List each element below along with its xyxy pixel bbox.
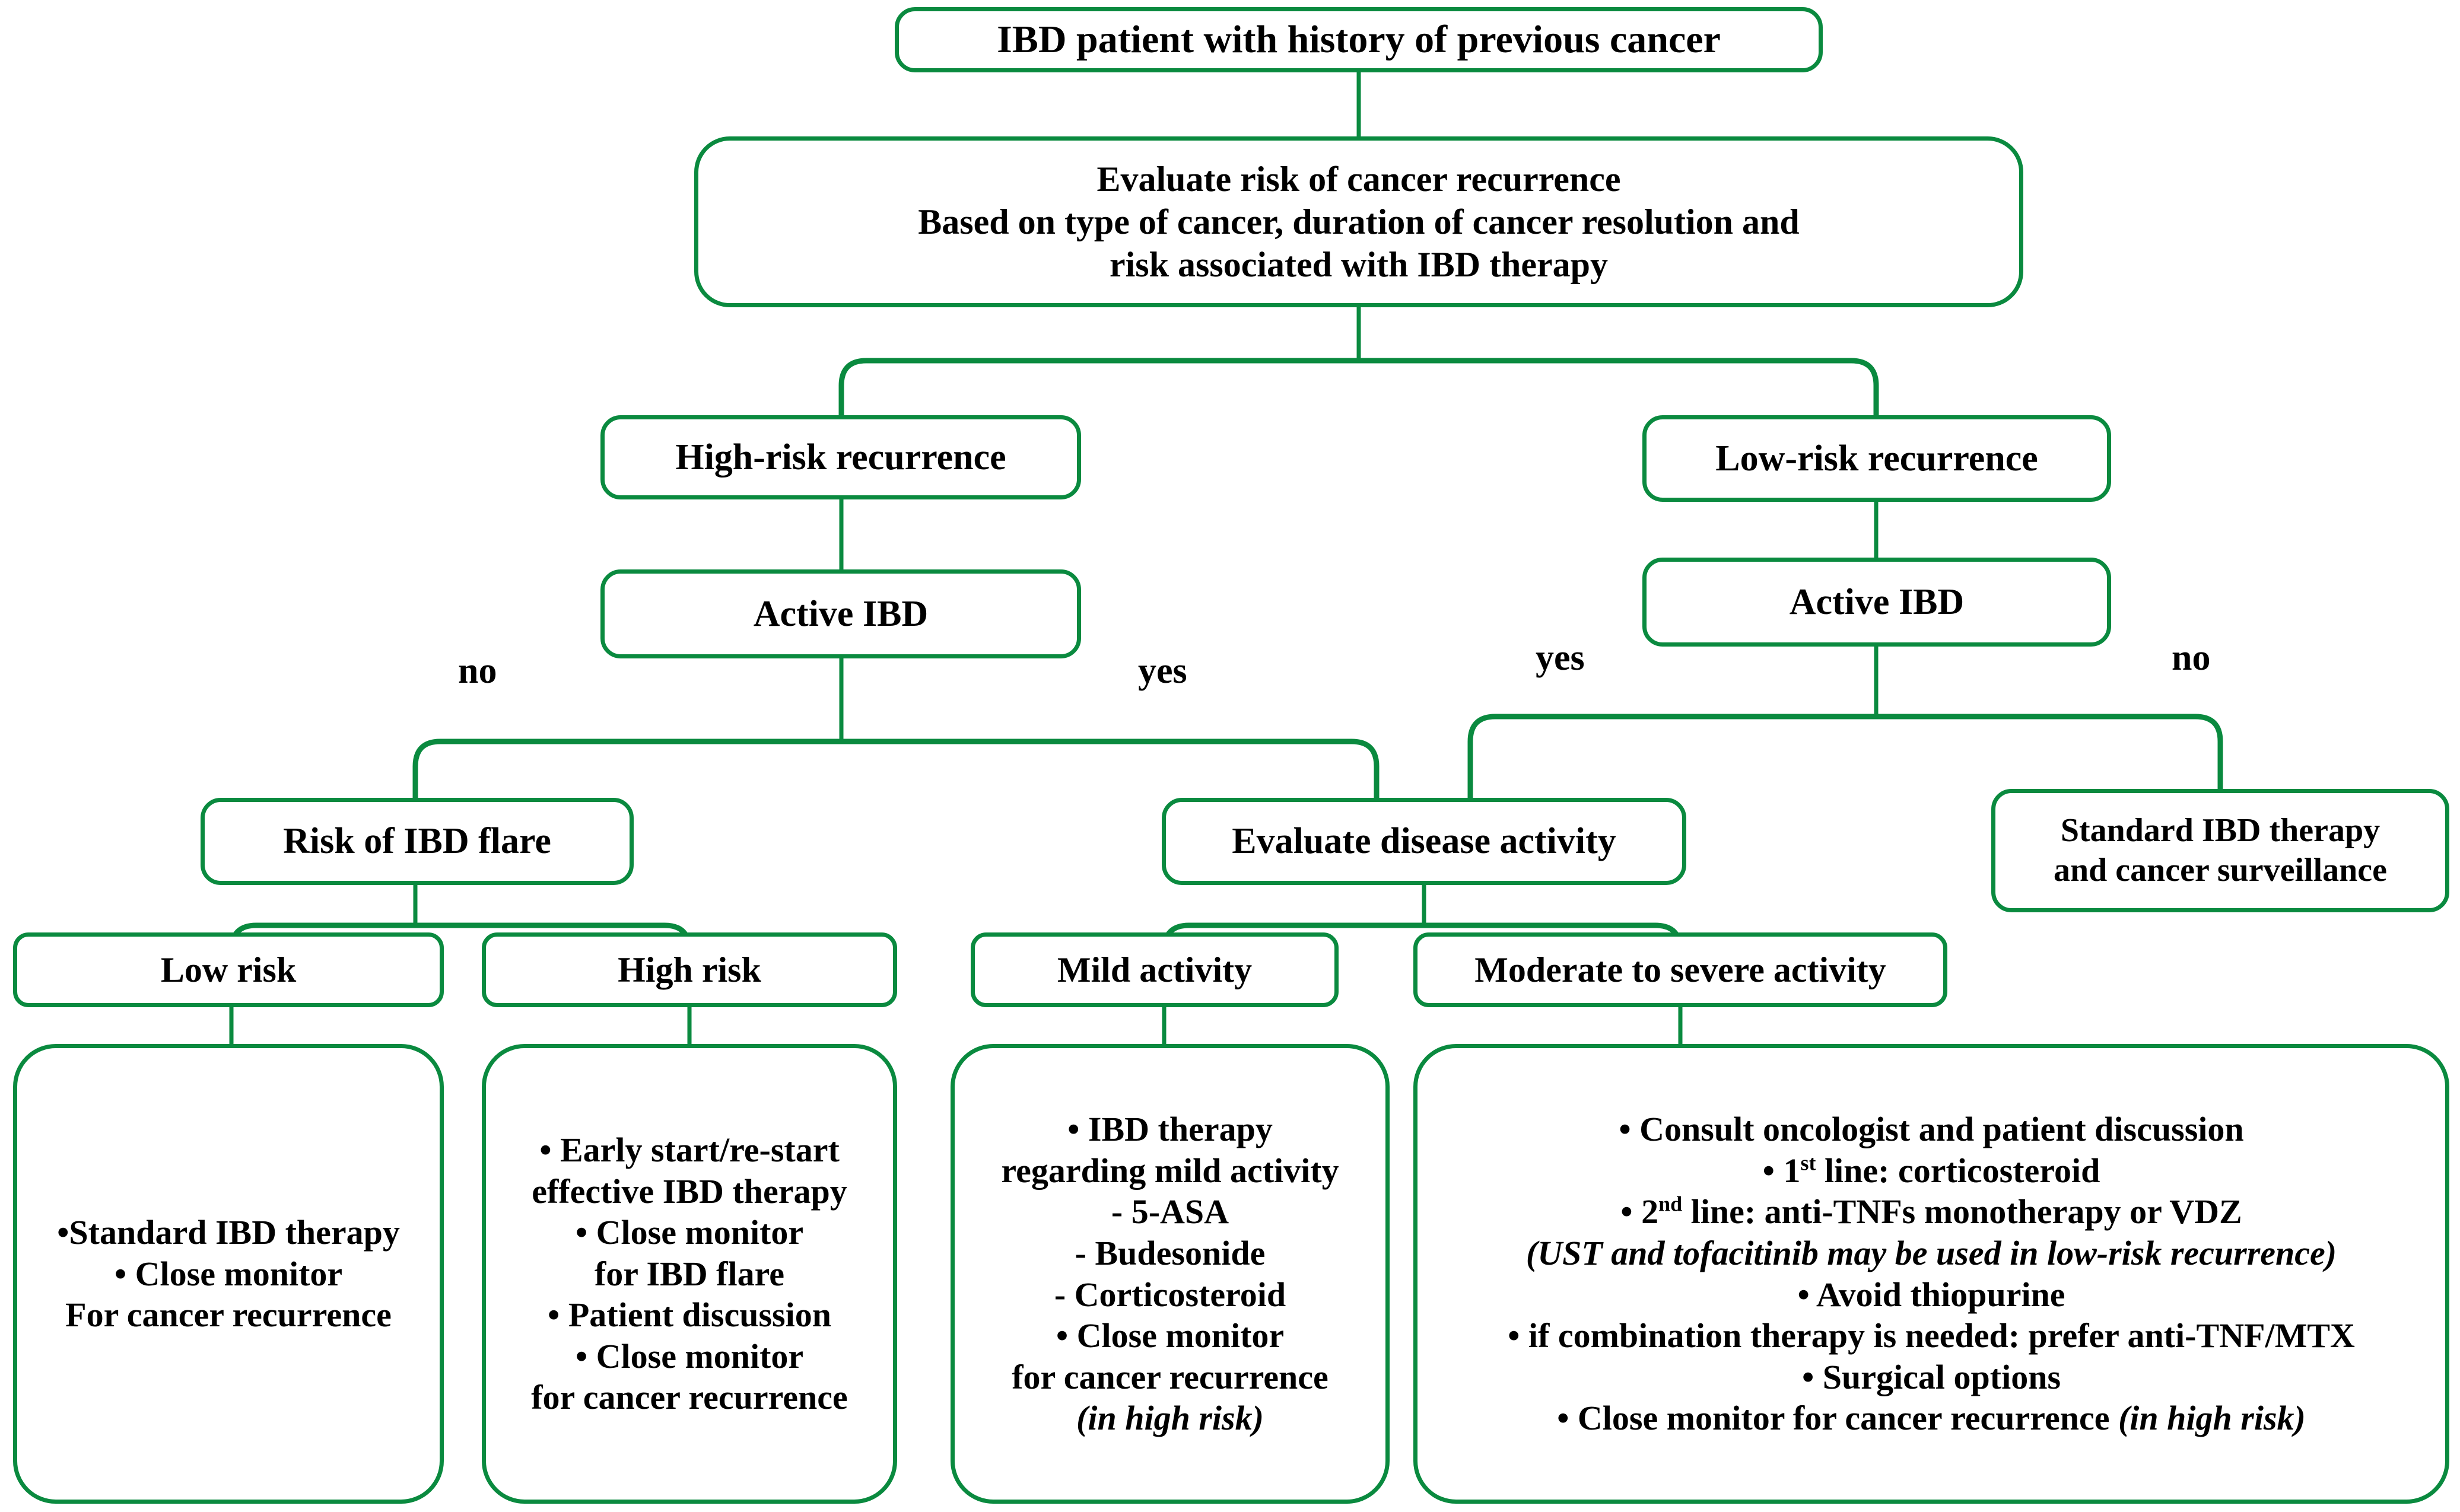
node-evaluate-disease-activity-text: Evaluate disease activity [1232,821,1616,862]
edge-label-low-risk-yes: yes [1536,638,1585,678]
node-moderate-to-severe-activity[interactable]: Moderate to severe activity [1413,932,1947,1007]
node-moderate-severe-plan-text: • Consult oncologist and patient discuss… [1508,1110,2355,1438]
node-active-ibd-high-risk-text: Active IBD [753,593,929,634]
node-moderate-to-severe-activity-text: Moderate to severe activity [1474,950,1886,989]
node-active-ibd-low-risk-text: Active IBD [1789,581,1965,622]
edge-label-high-risk-yes: yes [1138,651,1187,691]
edge-bus-risk-split [838,358,1879,415]
node-high-risk[interactable]: High risk [482,932,897,1007]
edge-label-low-risk-no: no [2172,638,2211,678]
node-high-risk-recurrence[interactable]: High-risk recurrence [600,415,1081,499]
node-low-risk-text: Low risk [160,950,297,989]
node-active-ibd-high-risk[interactable]: Active IBD [600,569,1081,658]
node-high-risk-text: High risk [618,950,761,989]
node-active-ibd-low-risk[interactable]: Active IBD [1642,558,2111,647]
node-low-risk-recurrence[interactable]: Low-risk recurrence [1642,415,2111,502]
node-low-risk[interactable]: Low risk [13,932,444,1007]
node-risk-of-ibd-flare[interactable]: Risk of IBD flare [201,798,634,885]
node-mild-activity-text: Mild activity [1057,950,1253,989]
edge-left-bus-no [412,739,1352,798]
node-risk-of-ibd-flare-text: Risk of IBD flare [283,821,551,862]
node-root-text: IBD patient with history of previous can… [997,18,1721,62]
edge-label-high-risk-no: no [458,651,497,691]
node-low-risk-recurrence-text: Low-risk recurrence [1715,438,2038,479]
node-evaluate-disease-activity[interactable]: Evaluate disease activity [1162,798,1686,885]
node-moderate-severe-plan[interactable]: • Consult oncologist and patient discuss… [1413,1044,2449,1504]
edge-right-bus [1467,714,2223,798]
node-mild-activity[interactable]: Mild activity [971,932,1339,1007]
node-root[interactable]: IBD patient with history of previous can… [895,7,1823,72]
edge-left-bus-yes [1351,739,1380,798]
node-high-risk-recurrence-text: High-risk recurrence [675,437,1006,478]
